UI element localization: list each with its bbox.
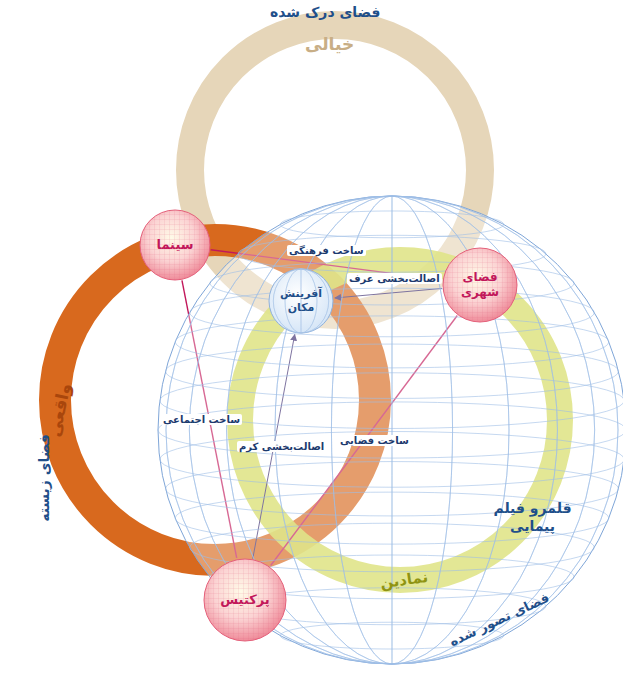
parallel [158,402,623,458]
sphere-fill [269,269,333,333]
lived-space-label: فضای زیسته [36,434,52,522]
edge-label: ساخت فضایی [338,435,411,446]
node-label: آفرینش مکان [273,287,329,315]
meridian [189,196,594,664]
meridian [166,196,618,664]
sphere-mesh [443,248,517,322]
meridian [331,196,452,664]
sphere-fill [443,248,517,322]
parallel [210,261,574,305]
meridian [166,196,618,664]
sphere-rim [158,196,623,664]
edge-label: اصالت‌بخشی عرف [347,273,442,284]
text-holder: پرکتیس [203,558,287,642]
text-holder: قلمرو فیلم پیمایی [470,500,595,535]
sphere-mesh [204,559,286,641]
parallel [175,316,609,368]
place-making-sphere: آفرینش مکان [268,268,334,334]
parallel [165,344,618,398]
sphere-fill [204,559,286,641]
parallel [160,432,623,488]
node-label: سینما [157,237,194,253]
node-label: پرکتیس [220,592,270,608]
parallel [160,373,623,429]
node-label: قلمرو فیلم پیمایی [470,500,595,535]
text-holder: سینما [139,209,211,281]
edge-label: اصالت‌بخشی کرم [237,441,326,452]
perceived-space-label: فضای درک شده [270,4,381,20]
sphere-fill [140,210,210,280]
urban-space-sphere: فضای شهری [442,247,518,323]
edge-label: ساخت اجتماعی [161,414,242,425]
meridian [189,196,594,664]
cinema-sphere: سینما [139,209,211,281]
parallel [175,492,609,544]
parallel [280,211,503,238]
meridian [273,269,328,333]
real-label: واقعی [44,381,75,438]
praxis-sphere: پرکتیس [203,558,287,642]
sphere-mesh [140,210,210,280]
text-holder: فضای شهری [442,247,518,323]
meridian [331,196,452,664]
parallel [190,288,595,337]
meridian [392,196,393,664]
node-label: فضای شهری [447,270,513,300]
imaginary-label: خیالی [305,34,354,54]
meridian [273,269,328,333]
text-holder: آفرینش مکان [268,268,334,334]
edge-label: ساخت فرهنگی [287,245,366,256]
